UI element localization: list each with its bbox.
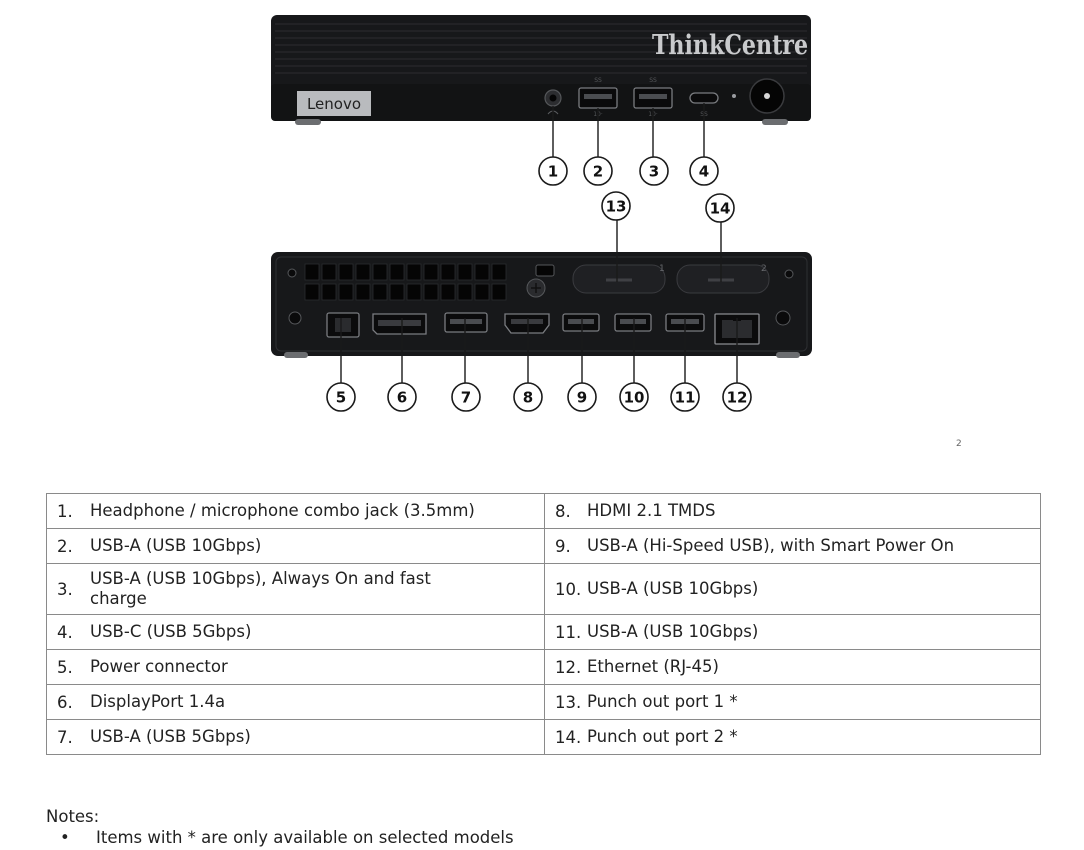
svg-text:7: 7 bbox=[461, 389, 471, 407]
callout-4: 4 bbox=[689, 156, 719, 186]
row-number: 6. bbox=[57, 692, 73, 712]
svg-text:12: 12 bbox=[727, 389, 748, 407]
svg-text:14: 14 bbox=[710, 200, 731, 218]
svg-text:10: 10 bbox=[624, 389, 645, 407]
port-description: USB-A (USB 5Gbps) bbox=[90, 727, 251, 746]
table-row: 7. USB-A (USB 5Gbps) 14. Punch out port 2 … bbox=[46, 719, 1041, 755]
callout-5: 5 bbox=[326, 382, 356, 412]
port-description: USB-A (USB 10Gbps) bbox=[587, 579, 759, 598]
hdmi-icon bbox=[504, 313, 550, 334]
notes-section: Notes: • Items with * are only available … bbox=[46, 807, 514, 847]
rear-panel: 1 2 bbox=[271, 252, 812, 358]
row-number: 11. bbox=[555, 622, 582, 642]
row-number: 4. bbox=[57, 622, 73, 642]
row-number: 10. bbox=[555, 579, 582, 599]
kensington-lock-icon bbox=[526, 264, 555, 298]
page-number: 2 bbox=[956, 439, 962, 449]
svg-text:2: 2 bbox=[593, 163, 603, 181]
row-number: 13. bbox=[555, 692, 582, 712]
callout-2: 2 bbox=[583, 156, 613, 186]
vent-grille bbox=[304, 263, 507, 301]
port-description: USB-A (USB 10Gbps) bbox=[90, 536, 262, 555]
svg-text:6: 6 bbox=[397, 389, 407, 407]
port-description: Ethernet (RJ-45) bbox=[587, 657, 719, 676]
callout-14: 14 bbox=[705, 193, 735, 223]
leader-lines bbox=[340, 103, 738, 383]
headset-icon bbox=[544, 89, 562, 115]
port-description: Punch out port 1 * bbox=[587, 692, 738, 711]
table-row: 3. USB-A (USB 10Gbps), Always On and fast… bbox=[46, 563, 1041, 615]
punch-out-port-1: 1 bbox=[572, 264, 666, 294]
power-icon bbox=[749, 78, 785, 114]
front-panel: Lenovo ThinkCentre SS 10· SS 10· SS bbox=[271, 15, 811, 125]
table-row: 2. USB-A (USB 10Gbps) 9. USB-A (Hi-Speed U… bbox=[46, 528, 1041, 564]
svg-text:4: 4 bbox=[699, 163, 709, 181]
list-item: • Items with * are only available on sele… bbox=[46, 828, 514, 847]
svg-text:SS: SS bbox=[649, 77, 657, 84]
callout-9: 9 bbox=[567, 382, 597, 412]
usb-a-icon: SS 10· bbox=[633, 77, 673, 118]
device-figure: Lenovo ThinkCentre SS 10· SS 10· SS bbox=[271, 15, 812, 412]
svg-text:3: 3 bbox=[649, 163, 659, 181]
lenovo-logo bbox=[297, 91, 371, 116]
displayport-icon bbox=[372, 313, 427, 335]
svg-text:SS: SS bbox=[594, 77, 602, 84]
notes-list: • Items with * are only available on sele… bbox=[46, 828, 514, 847]
bullet-icon: • bbox=[60, 828, 70, 847]
row-number: 3. bbox=[57, 579, 73, 599]
row-number: 1. bbox=[57, 501, 73, 521]
row-number: 12. bbox=[555, 657, 582, 677]
port-description: USB-C (USB 5Gbps) bbox=[90, 622, 252, 641]
table-row: 1. Headphone / microphone combo jack (3.5… bbox=[46, 493, 1041, 529]
notes-title: Notes: bbox=[46, 807, 100, 826]
power-connector-icon bbox=[326, 312, 360, 338]
row-number: 9. bbox=[555, 536, 571, 556]
table-row: 4. USB-C (USB 5Gbps) 11. USB-A (USB 10Gbps… bbox=[46, 614, 1041, 650]
port-description: USB-A (Hi-Speed USB), with Smart Power O… bbox=[587, 536, 955, 555]
svg-text:9: 9 bbox=[577, 389, 587, 407]
callout-7: 7 bbox=[451, 382, 481, 412]
port-description: DisplayPort 1.4a bbox=[90, 692, 226, 711]
svg-text:11: 11 bbox=[675, 389, 696, 407]
usb-a-icon bbox=[444, 312, 488, 333]
row-number: 5. bbox=[57, 657, 73, 677]
callout-1: 1 bbox=[538, 156, 568, 186]
port-description: USB-A (USB 10Gbps), Always On and fast c… bbox=[90, 569, 431, 608]
svg-text:5: 5 bbox=[336, 389, 346, 407]
note-text: Items with * are only available on selec… bbox=[96, 828, 514, 847]
table-row: 5. Power connector 12. Ethernet (RJ-45) bbox=[46, 649, 1041, 685]
callout-3: 3 bbox=[639, 156, 669, 186]
callout-8: 8 bbox=[513, 382, 543, 412]
punch-out-label-1: 1 bbox=[659, 264, 665, 274]
punch-out-port-2: 2 bbox=[676, 264, 770, 294]
port-description: HDMI 2.1 TMDS bbox=[587, 501, 716, 520]
thinkcentre-logo: ThinkCentre bbox=[652, 29, 808, 61]
callout-6: 6 bbox=[387, 382, 417, 412]
punch-out-label-2: 2 bbox=[761, 264, 767, 274]
row-number: 14. bbox=[555, 727, 582, 747]
port-description: USB-A (USB 10Gbps) bbox=[587, 622, 759, 641]
port-description: Power connector bbox=[90, 657, 228, 676]
callout-13: 13 bbox=[601, 191, 631, 221]
port-description: Punch out port 2 * bbox=[587, 727, 738, 746]
svg-text:1: 1 bbox=[548, 163, 558, 181]
callout-10: 10 bbox=[619, 382, 649, 412]
callout-12: 12 bbox=[722, 382, 752, 412]
usb-a-icon bbox=[614, 313, 652, 332]
port-description: Headphone / microphone combo jack (3.5mm… bbox=[90, 501, 475, 520]
callout-11: 11 bbox=[670, 382, 700, 412]
row-number: 2. bbox=[57, 536, 73, 556]
table-row: 6. DisplayPort 1.4a 13. Punch out port 1 * bbox=[46, 684, 1041, 720]
ports-table: 1. Headphone / microphone combo jack (3.5… bbox=[46, 493, 1041, 755]
row-number: 8. bbox=[555, 501, 571, 521]
row-number: 7. bbox=[57, 727, 73, 747]
svg-text:13: 13 bbox=[606, 198, 627, 216]
usb-a-icon bbox=[562, 313, 600, 332]
svg-text:8: 8 bbox=[523, 389, 533, 407]
lenovo-logo-text: Lenovo bbox=[307, 95, 361, 113]
